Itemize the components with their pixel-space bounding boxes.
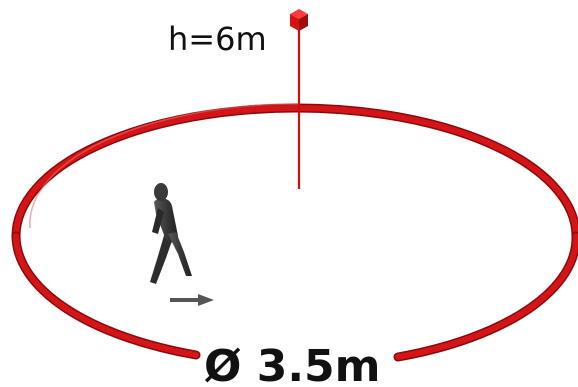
ring-front-left-arc — [13, 233, 199, 358]
diameter-label: Ø 3.5m — [204, 341, 381, 387]
ring-back-arc — [13, 105, 578, 239]
arrow-right-icon — [170, 294, 214, 306]
ring-front-right-arc — [395, 233, 578, 360]
ring — [11, 103, 578, 362]
cube-marker-icon — [290, 9, 308, 31]
walking-person-icon — [150, 183, 192, 284]
height-label: h=6m — [168, 20, 267, 58]
